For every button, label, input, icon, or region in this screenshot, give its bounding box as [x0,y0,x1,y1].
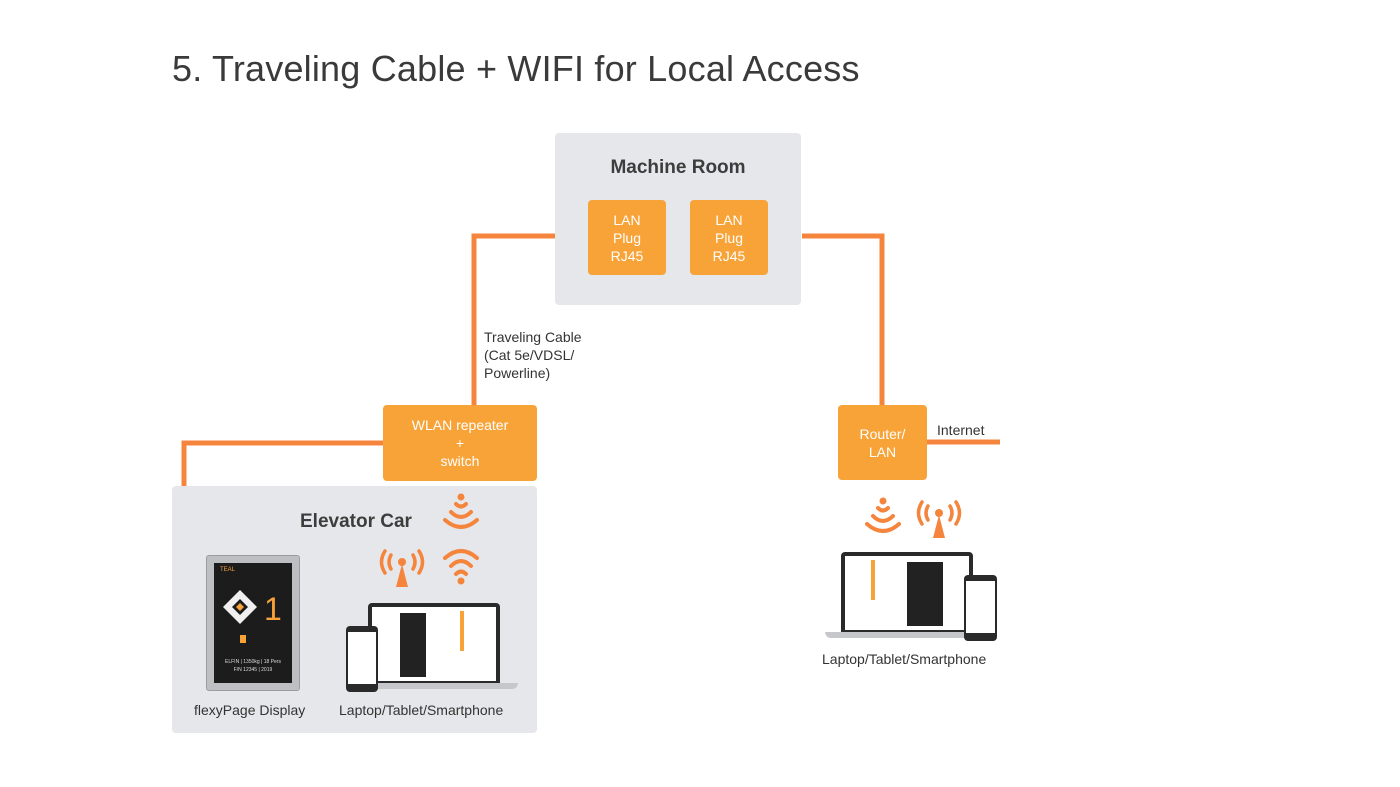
smartphone-screen [966,581,995,633]
laptop-icon [360,603,518,691]
smartphone-screen [348,632,376,684]
lan-plug-label: LAN [715,211,743,228]
laptop-screen-preview [907,562,943,626]
display-top-text: TEAL [220,567,236,573]
laptop-screen [368,603,500,683]
laptop-base [825,632,991,638]
traveling-cable-label: Traveling Cable (Cat 5e/VDSL/ Powerline) [484,328,582,382]
smartphone-icon [964,575,997,641]
page-title: 5. Traveling Cable + WIFI for Local Acce… [172,48,860,89]
traveling-cable-line3: Powerline) [484,365,551,381]
wlan-repeater-box: WLAN repeater + switch [383,405,537,481]
router-box: Router/ LAN [838,405,927,480]
internet-label: Internet [937,422,985,438]
display-floor-number: 1 [264,591,282,627]
wifi-signal-icon [865,497,901,533]
wlan-repeater-plus: + [455,435,465,451]
laptop-screen-bar [871,560,875,600]
router-label: Router/ [859,425,906,442]
antenna-icon [916,500,962,538]
right-devices-label: Laptop/Tablet/Smartphone [822,651,987,667]
elevator-devices-label: Laptop/Tablet/Smartphone [339,702,504,718]
traveling-cable-line [471,233,555,405]
lan-plug-right: LAN Plug RJ45 [690,200,768,275]
machine-room-title: Machine Room [610,157,746,178]
smartphone-icon [346,626,378,692]
wifi-signal-icon [443,549,479,585]
laptop-base [360,683,518,689]
router-cable-line [802,233,885,405]
lan-plug-label: Plug [714,229,744,246]
laptop-screen-preview [400,613,426,677]
laptop-screen-bar [460,611,464,651]
router-label-lan: LAN [868,443,897,460]
laptop-icon [825,552,991,640]
display-screen: TEAL 1 ELFIN | 1350kg | 18 Pers F/N 1234… [214,563,292,683]
display-label: flexyPage Display [194,702,306,718]
display-footer-1: ELFIN | 1350kg | 18 Pers [225,659,281,665]
lan-plug-label: LAN [613,211,641,228]
traveling-cable-line2: (Cat 5e/VDSL/ [484,347,575,363]
antenna-icon [379,549,425,587]
diamond-logo-icon [223,590,257,624]
lan-plug-label: Plug [612,229,642,246]
lan-plug-label: RJ45 [610,247,644,264]
lan-plug-label: RJ45 [712,247,746,264]
wlan-repeater-label: WLAN repeater [411,417,509,433]
lan-plug-left: LAN Plug RJ45 [588,200,666,275]
laptop-screen-content [845,556,969,630]
display-indicator [240,635,246,643]
traveling-cable-line1: Traveling Cable [484,329,582,345]
elevator-car-title: Elevator Car [300,511,412,532]
laptop-screen-content [372,607,496,681]
laptop-screen [841,552,973,632]
wifi-signal-icon [443,493,479,529]
wlan-repeater-switch: switch [440,453,480,469]
display-device-icon: TEAL 1 ELFIN | 1350kg | 18 Pers F/N 1234… [206,555,300,691]
display-footer-2: F/N 12345 | 2019 [233,667,273,673]
